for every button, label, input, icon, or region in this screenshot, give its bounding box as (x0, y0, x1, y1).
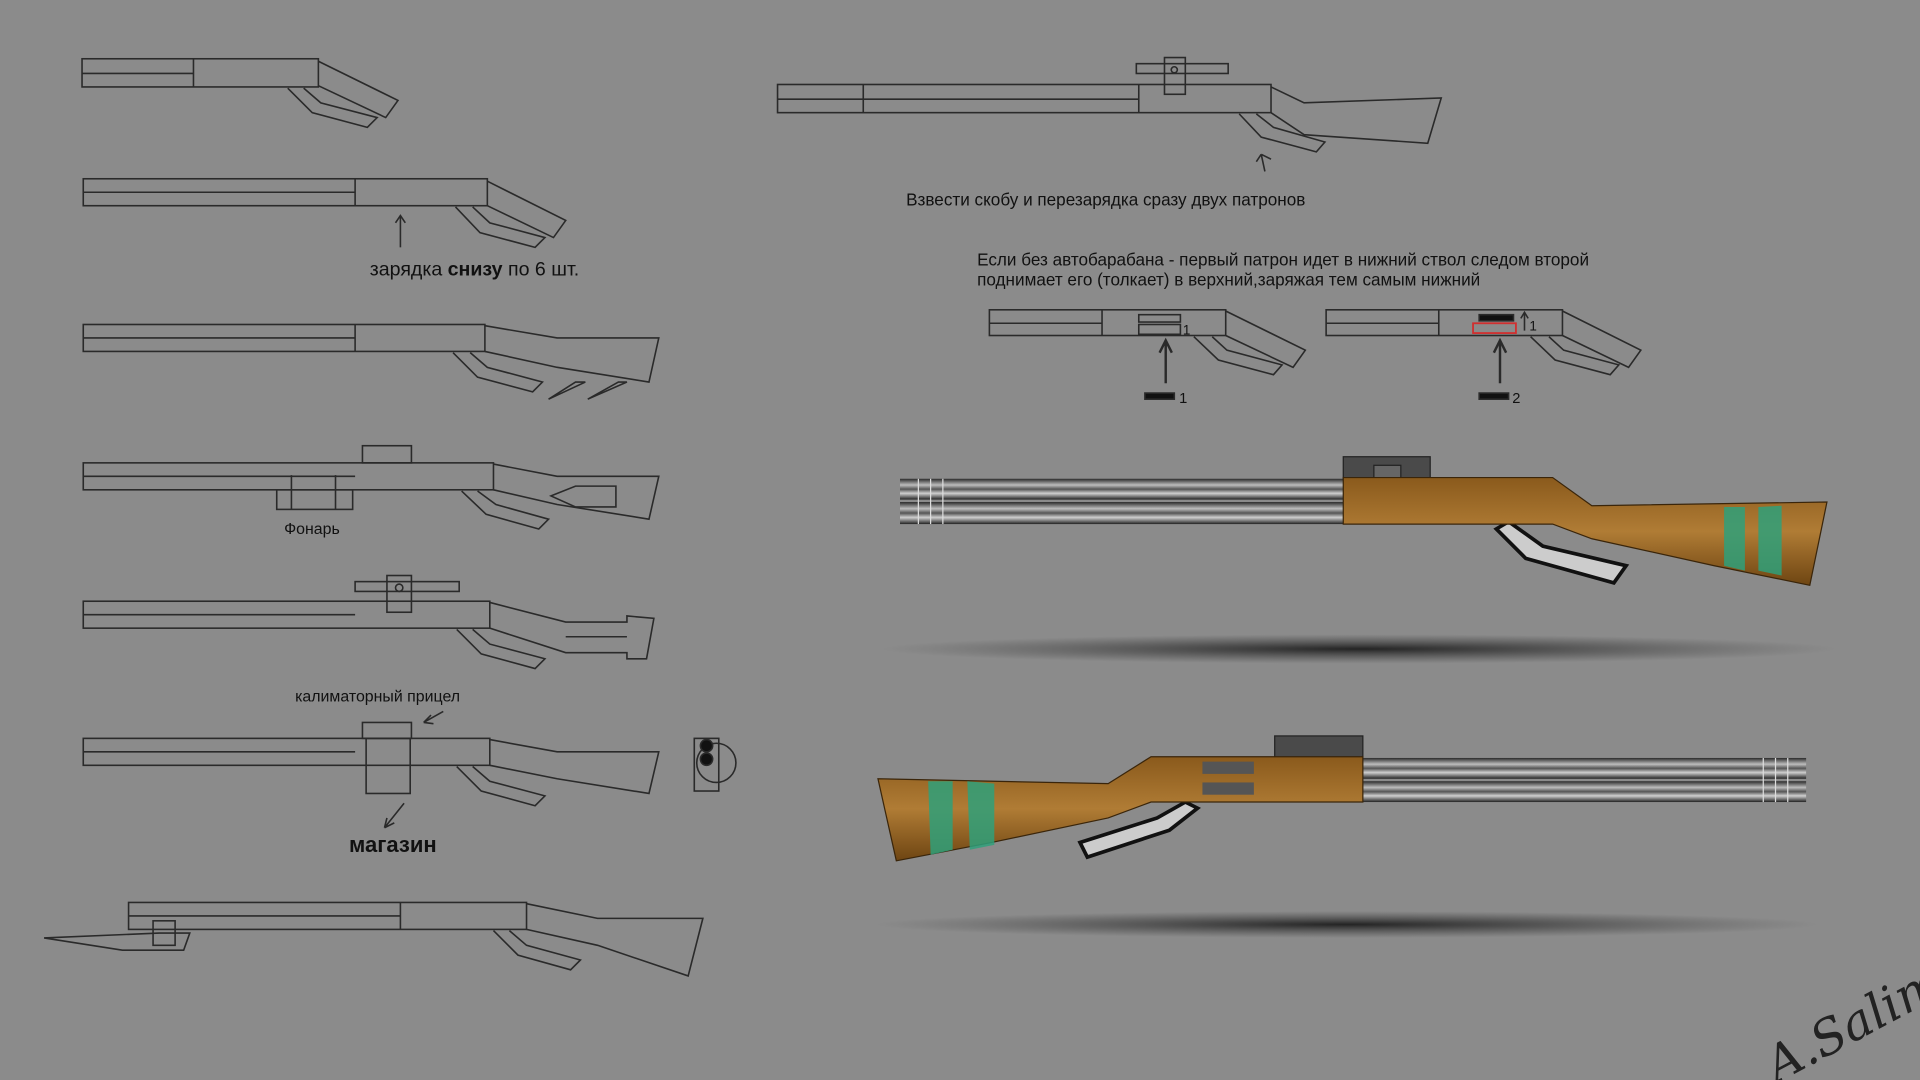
sketch-rifle-under-loading (82, 177, 567, 249)
diagram-step-2 (1325, 309, 1643, 400)
note-line-2: поднимает его (толкает) в верхний,заряжа… (977, 269, 1480, 289)
diagram-step-1 (988, 309, 1307, 400)
lever-note: Взвести скобу и перезарядка сразу двух п… (906, 190, 1305, 210)
sketch-rifle-spiked-stock (82, 323, 660, 400)
rendered-rifle-right (881, 456, 1837, 664)
step-2-bullet-label: 2 (1512, 391, 1520, 407)
collimator-label: калиматорный прицел (295, 689, 460, 706)
sketch-rifle-flashlight (82, 444, 660, 530)
sketch-rifle-scope (82, 574, 655, 670)
step-1-bullet-label: 1 (1179, 391, 1187, 407)
sketch-rifle-short (81, 57, 400, 129)
sketch-rifle-bayonet (43, 901, 704, 977)
step-2-marker: 1 (1529, 319, 1536, 334)
artist-signature: A.Salimov (1752, 927, 1920, 1080)
arrow-icon (423, 710, 444, 725)
step-1-marker: 1 (1183, 322, 1190, 337)
flashlight-label: Фонарь (284, 521, 340, 538)
rendered-rifle-left (875, 735, 1819, 938)
note-line-1: Если без автобарабана - первый патрон ид… (977, 250, 1589, 270)
magazine-label: магазин (349, 832, 437, 857)
loading-note: зарядка снизу по 6 шт. (370, 259, 579, 281)
sketch-rifle-lever (776, 56, 1443, 172)
sketch-rifle-magazine (82, 721, 737, 829)
